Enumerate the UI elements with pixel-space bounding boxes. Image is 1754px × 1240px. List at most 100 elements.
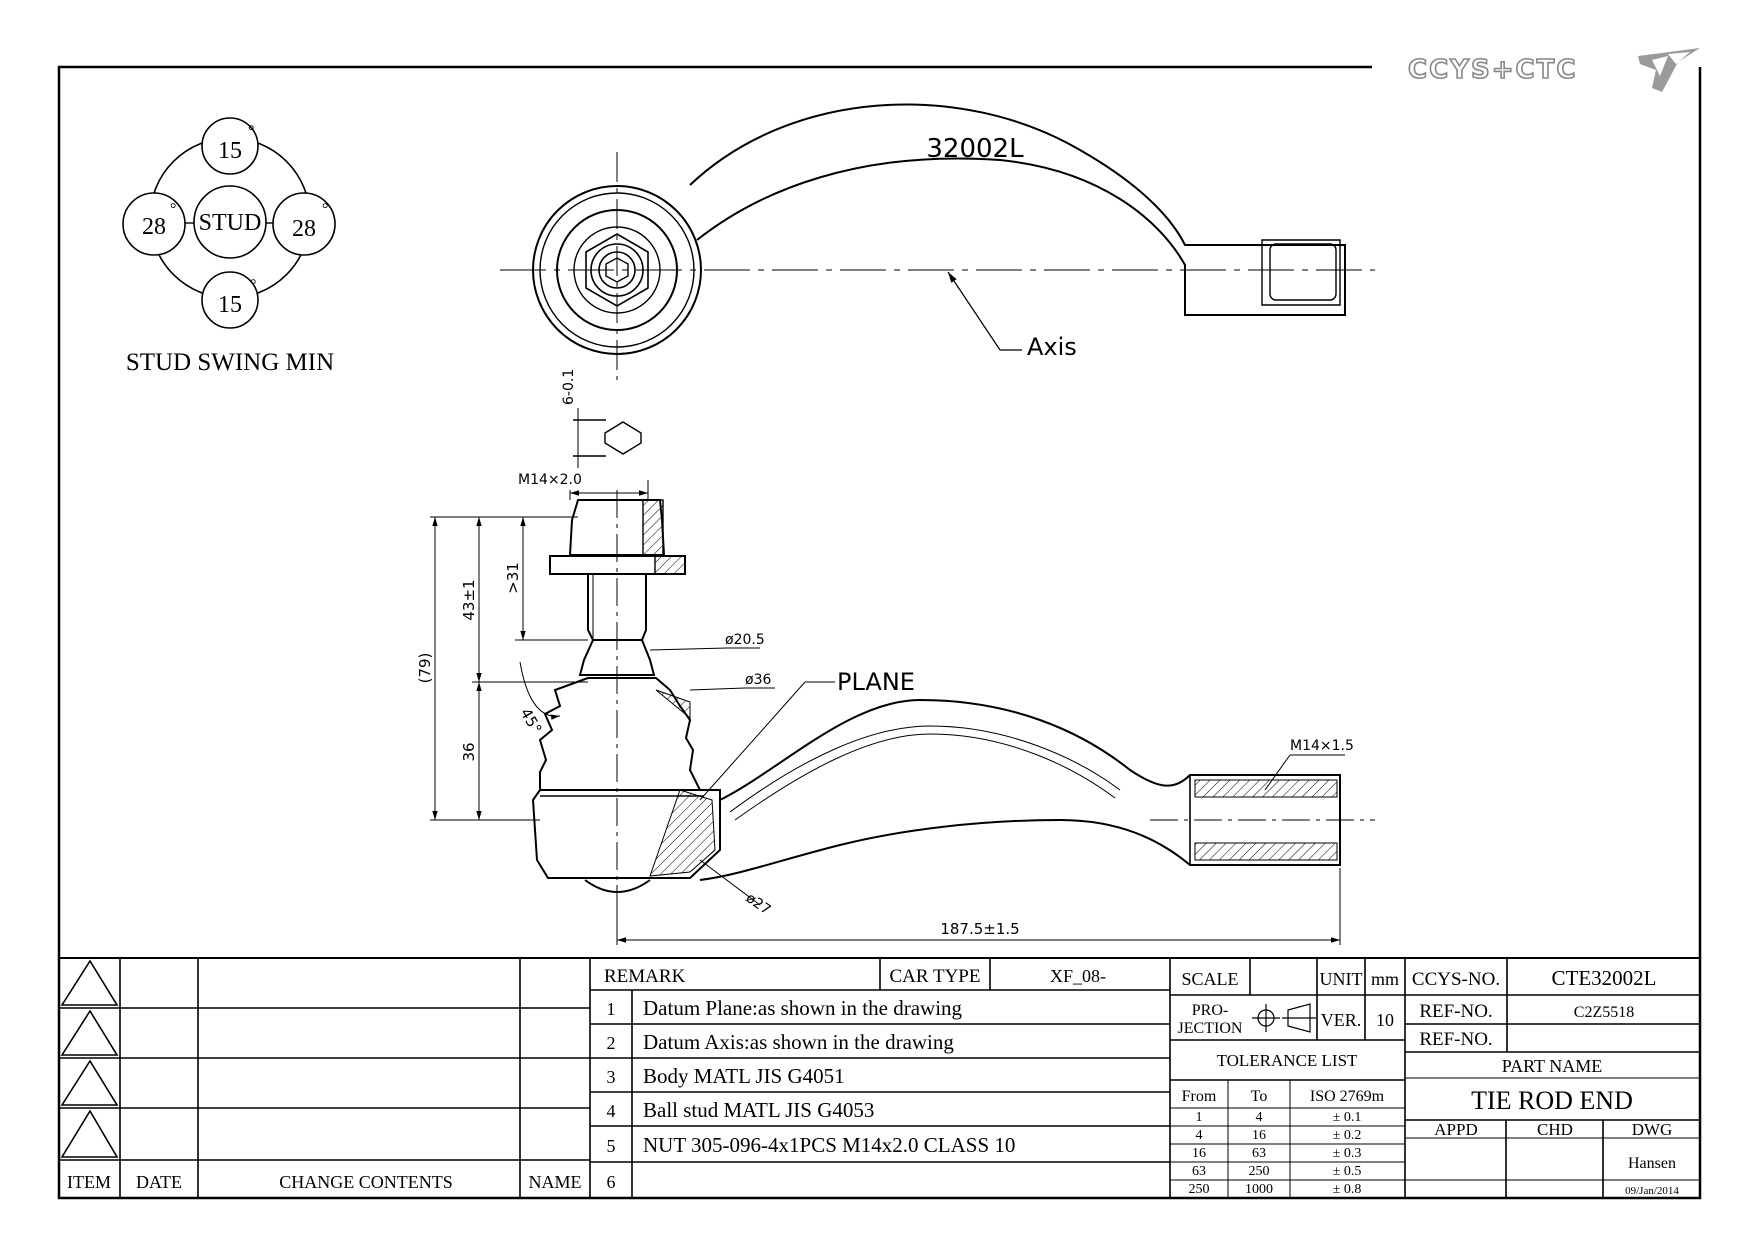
logo-emblem [1638,48,1700,92]
swing-top-value: 15 [218,138,242,164]
dim-neck-diameter: ø20.5 [725,632,765,648]
ver-label: VER. [1321,1010,1362,1030]
tolerance-row: 1 [1196,1110,1203,1125]
scale-label: SCALE [1181,969,1238,989]
remark-header: REMARK [604,966,686,987]
dwg-name: Hansen [1628,1155,1676,1172]
svg-text:16: 16 [1252,1128,1266,1143]
remark-no-1: 1 [607,999,616,1019]
remark-text-4: Ball stud MATL JIS G4053 [643,1098,874,1122]
svg-text:± 0.2: ± 0.2 [1333,1128,1362,1143]
svg-text:250: 250 [1249,1164,1270,1179]
dim-thread-stud: M14×2.0 [518,472,582,488]
company-logo: CCYS+CTC [1407,48,1700,92]
ref-no-label: REF-NO. [1419,1001,1492,1022]
swing-right-value: 28 [292,216,316,242]
dim-79: (79) [416,653,434,684]
title-block: CCYS-NO. CTE32002L REF-NO. C2Z5518 REF-N… [1405,958,1700,1198]
remark-no-3: 3 [607,1067,616,1087]
tolerance-row: 250 [1189,1182,1210,1197]
swing-caption: STUD SWING MIN [126,349,334,376]
revision-table: ITEM DATE CHANGE CONTENTS NAME [59,958,591,1198]
swing-center-circle [193,185,267,259]
revision-header-item: ITEM [67,1172,111,1192]
svg-text:63: 63 [1252,1146,1266,1161]
logo-text: CCYS+CTC [1408,55,1577,85]
unit-label: UNIT [1320,969,1363,989]
remark-text-3: Body MATL JIS G4051 [643,1064,845,1088]
car-type-label: CAR TYPE [890,966,981,987]
svg-text:± 0.8: ± 0.8 [1333,1182,1362,1197]
tolerance-row: 63 [1192,1164,1206,1179]
swing-bottom-circle [201,271,259,329]
svg-text:4: 4 [1256,1110,1263,1125]
svg-text:± 0.5: ± 0.5 [1333,1164,1362,1179]
svg-text:1000: 1000 [1245,1182,1273,1197]
plane-label: PLANE [837,668,915,696]
tolerance-row: 16 [1192,1146,1206,1161]
unit-value: mm [1371,969,1399,989]
ccys-no-value: CTE32002L [1552,966,1657,990]
remark-no-5: 5 [607,1136,616,1156]
dim-boot-diameter: ø36 [745,672,771,688]
dwg-date: 09/Jan/2014 [1625,1185,1679,1197]
hex-nut-view [573,408,642,468]
dimension-lines [430,480,1345,945]
swing-left-circle [122,192,186,256]
remark-text-5: NUT 305-096-4x1PCS M14x2.0 CLASS 10 [643,1133,1015,1157]
tolerance-row: 4 [1196,1128,1203,1143]
dim-43: 43±1 [460,579,478,620]
side-view [531,490,1375,900]
remark-text-2: Datum Axis:as shown in the drawing [643,1030,954,1054]
chd-label: CHD [1537,1120,1573,1139]
revision-header-date: DATE [136,1172,182,1192]
swing-right-circle [272,192,336,256]
part-number: 32002L [926,134,1024,164]
svg-text:± 0.1: ± 0.1 [1333,1110,1362,1125]
dim-31: >31 [504,562,522,594]
remark-no-4: 4 [607,1101,616,1121]
tolerance-title: TOLERANCE LIST [1217,1051,1358,1070]
appd-label: APPD [1434,1120,1477,1139]
ver-value: 10 [1376,1010,1394,1030]
projection-label-2: JECTION [1178,1020,1243,1037]
swing-center-label: STUD [199,210,262,236]
projection-symbol [1252,1003,1316,1033]
dim-ball-diameter: ø27 [743,890,774,918]
dwg-label: DWG [1632,1120,1673,1139]
svg-text:°: ° [250,277,256,294]
revision-header-name: NAME [529,1172,582,1192]
axis-label: Axis [1027,333,1077,361]
part-name-label: PART NAME [1502,1056,1602,1076]
svg-text:°: ° [248,123,254,140]
dim-total-length: 187.5±1.5 [940,920,1019,938]
scale-tolerance-block: SCALE UNIT mm PRO- JECTION VER. 10 TOLER… [1170,958,1406,1198]
swing-top-circle [201,117,259,175]
revision-triangle-3 [60,1059,119,1106]
remark-text-1: Datum Plane:as shown in the drawing [643,996,963,1020]
ref-no-value: C2Z5518 [1574,1004,1634,1021]
part-name-value: TIE ROD END [1471,1086,1633,1115]
sheet-border [57,65,1702,1200]
dim-angle: 45° [517,705,546,737]
remarks-table: REMARK CAR TYPE XF_08- 1 Datum Plane:as … [590,958,1171,1198]
ccys-no-label: CCYS-NO. [1412,969,1500,990]
revision-header-change: CHANGE CONTENTS [279,1172,453,1192]
svg-text:± 0.3: ± 0.3 [1333,1146,1362,1161]
svg-text:°: ° [322,201,328,218]
projection-label-1: PRO- [1192,1002,1228,1019]
dim-thread-body: M14×1.5 [1290,738,1354,754]
remark-no-2: 2 [607,1033,616,1053]
top-view [500,103,1375,380]
revision-triangle-4 [60,1109,119,1158]
svg-text:°: ° [170,201,176,218]
stud-swing-diagram: 15 15 28 28 STUD ° ° ° ° STUD SWING MIN [122,117,336,376]
remark-no-6: 6 [607,1172,616,1192]
car-type-value: XF_08- [1050,966,1106,986]
ref-no-label-2: REF-NO. [1419,1029,1492,1050]
swing-bottom-value: 15 [218,292,242,318]
swing-left-value: 28 [142,214,166,240]
tolerance-header-from: From [1182,1088,1217,1105]
hex-size-label: 6-0.1 [561,369,577,405]
